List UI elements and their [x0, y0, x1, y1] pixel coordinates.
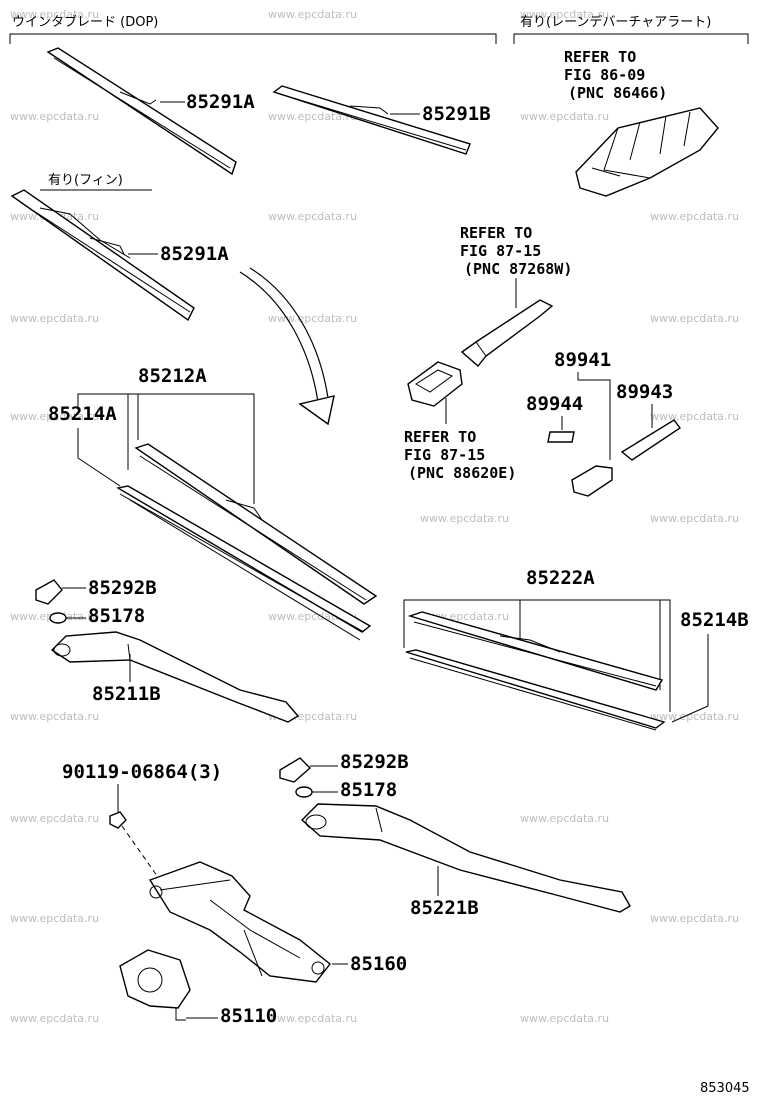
- refer-line: FIG 86-09: [564, 66, 645, 84]
- blade-85291B: [272, 85, 471, 155]
- part-label-85291B: 85291B: [422, 103, 491, 125]
- watermark: www.epcdata.ru: [10, 110, 99, 123]
- cap-part: [35, 579, 63, 605]
- refer-line: FIG 87-15: [404, 446, 485, 464]
- part-label-85178: 85178: [88, 605, 145, 627]
- section-label-rain-cover: 有り(レーンデバーチャアラート): [520, 14, 711, 30]
- watermark: www.epcdata.ru: [10, 710, 99, 723]
- watermark: www.epcdata.ru: [520, 1012, 609, 1025]
- part-label-85291A-fin: 85291A: [160, 243, 229, 265]
- part-label-89944: 89944: [526, 393, 583, 415]
- blade-85212A: [116, 443, 378, 641]
- part-label-85160: 85160: [350, 953, 407, 975]
- blade-85291A-fin: [10, 189, 195, 322]
- bolt-part: [109, 811, 127, 829]
- watermark: www.epcdata.ru: [10, 912, 99, 925]
- cap-part: [279, 757, 312, 783]
- part-label-85221B: 85221B: [410, 897, 479, 919]
- watermark: www.epcdata.ru: [650, 512, 739, 525]
- watermark: www.epcdata.ru: [650, 210, 739, 223]
- part-label-89943: 89943: [616, 381, 673, 403]
- arm-85211B: [50, 631, 300, 723]
- rain-sensor-cover: [575, 107, 719, 197]
- section-label-dop-blade: ウインタブレード (DOP): [12, 14, 158, 30]
- section-label-fin: 有り(フィン): [48, 173, 123, 188]
- bracket-line: [403, 599, 671, 712]
- nut-part: [49, 612, 67, 624]
- watermark: www.epcdata.ru: [420, 512, 509, 525]
- refer-line: FIG 87-15: [460, 242, 541, 260]
- watermark: www.epcdata.ru: [650, 710, 739, 723]
- section-bracket: [513, 33, 749, 44]
- blade-85222A: [405, 611, 666, 731]
- bracket-line: [77, 393, 255, 504]
- part-label-85291A: 85291A: [186, 91, 255, 113]
- bracket-part: [460, 299, 554, 368]
- part-label-85222A: 85222A: [526, 567, 595, 589]
- part-label-89941: 89941: [554, 349, 611, 371]
- bracket-part: [620, 419, 682, 461]
- part-label-85110: 85110: [220, 1005, 277, 1027]
- refer-line: REFER TO: [564, 48, 636, 66]
- nut-part: [295, 786, 313, 798]
- part-label-85178-right: 85178: [340, 779, 397, 801]
- refer-line: REFER TO: [404, 428, 476, 446]
- arrow-icon: [239, 267, 335, 426]
- refer-line: (PNC 86466): [568, 84, 667, 102]
- watermark-layer: www.epcdata.ru www.epcdata.ru www.epcdat…: [10, 8, 739, 1025]
- motor-85110: [119, 949, 191, 1021]
- pad-part: [547, 431, 575, 443]
- watermark: www.epcdata.ru: [10, 312, 99, 325]
- watermark: www.epcdata.ru: [650, 312, 739, 325]
- watermark: www.epcdata.ru: [10, 8, 99, 21]
- sensor-part: [407, 361, 463, 407]
- arm-85221B: [300, 803, 631, 913]
- dash-line: [121, 825, 161, 881]
- watermark: www.epcdata.ru: [10, 1012, 99, 1025]
- section-bracket: [9, 33, 497, 44]
- linkage-85160: [148, 861, 331, 983]
- watermark: www.epcdata.ru: [268, 1012, 357, 1025]
- part-label-90119: 90119-06864(3): [62, 761, 222, 783]
- leader-line: [77, 457, 121, 487]
- module-part: [571, 465, 613, 497]
- watermark: www.epcdata.ru: [520, 110, 609, 123]
- watermark: www.epcdata.ru: [520, 8, 609, 21]
- diagram-id: 853045: [700, 1081, 750, 1096]
- watermark: www.epcdata.ru: [268, 312, 357, 325]
- leader-line: [671, 705, 709, 723]
- refer-line: (PNC 88620E): [408, 464, 516, 482]
- watermark: www.epcdata.ru: [650, 912, 739, 925]
- part-label-85214B: 85214B: [680, 609, 749, 631]
- watermark: www.epcdata.ru: [268, 110, 357, 123]
- part-label-85292B: 85292B: [88, 577, 157, 599]
- part-label-85214A: 85214A: [48, 403, 117, 425]
- watermark: www.epcdata.ru: [650, 410, 739, 423]
- part-label-85211B: 85211B: [92, 683, 161, 705]
- part-label-85212A: 85212A: [138, 365, 207, 387]
- refer-line: (PNC 87268W): [464, 260, 572, 278]
- watermark: www.epcdata.ru: [268, 8, 357, 21]
- part-label-85292B-right: 85292B: [340, 751, 409, 773]
- watermark: www.epcdata.ru: [10, 410, 99, 423]
- leader-line: [577, 372, 611, 460]
- watermark: www.epcdata.ru: [268, 210, 357, 223]
- blade-85291A-top: [46, 47, 237, 176]
- watermark: www.epcdata.ru: [10, 812, 99, 825]
- refer-line: REFER TO: [460, 224, 532, 242]
- watermark: www.epcdata.ru: [520, 812, 609, 825]
